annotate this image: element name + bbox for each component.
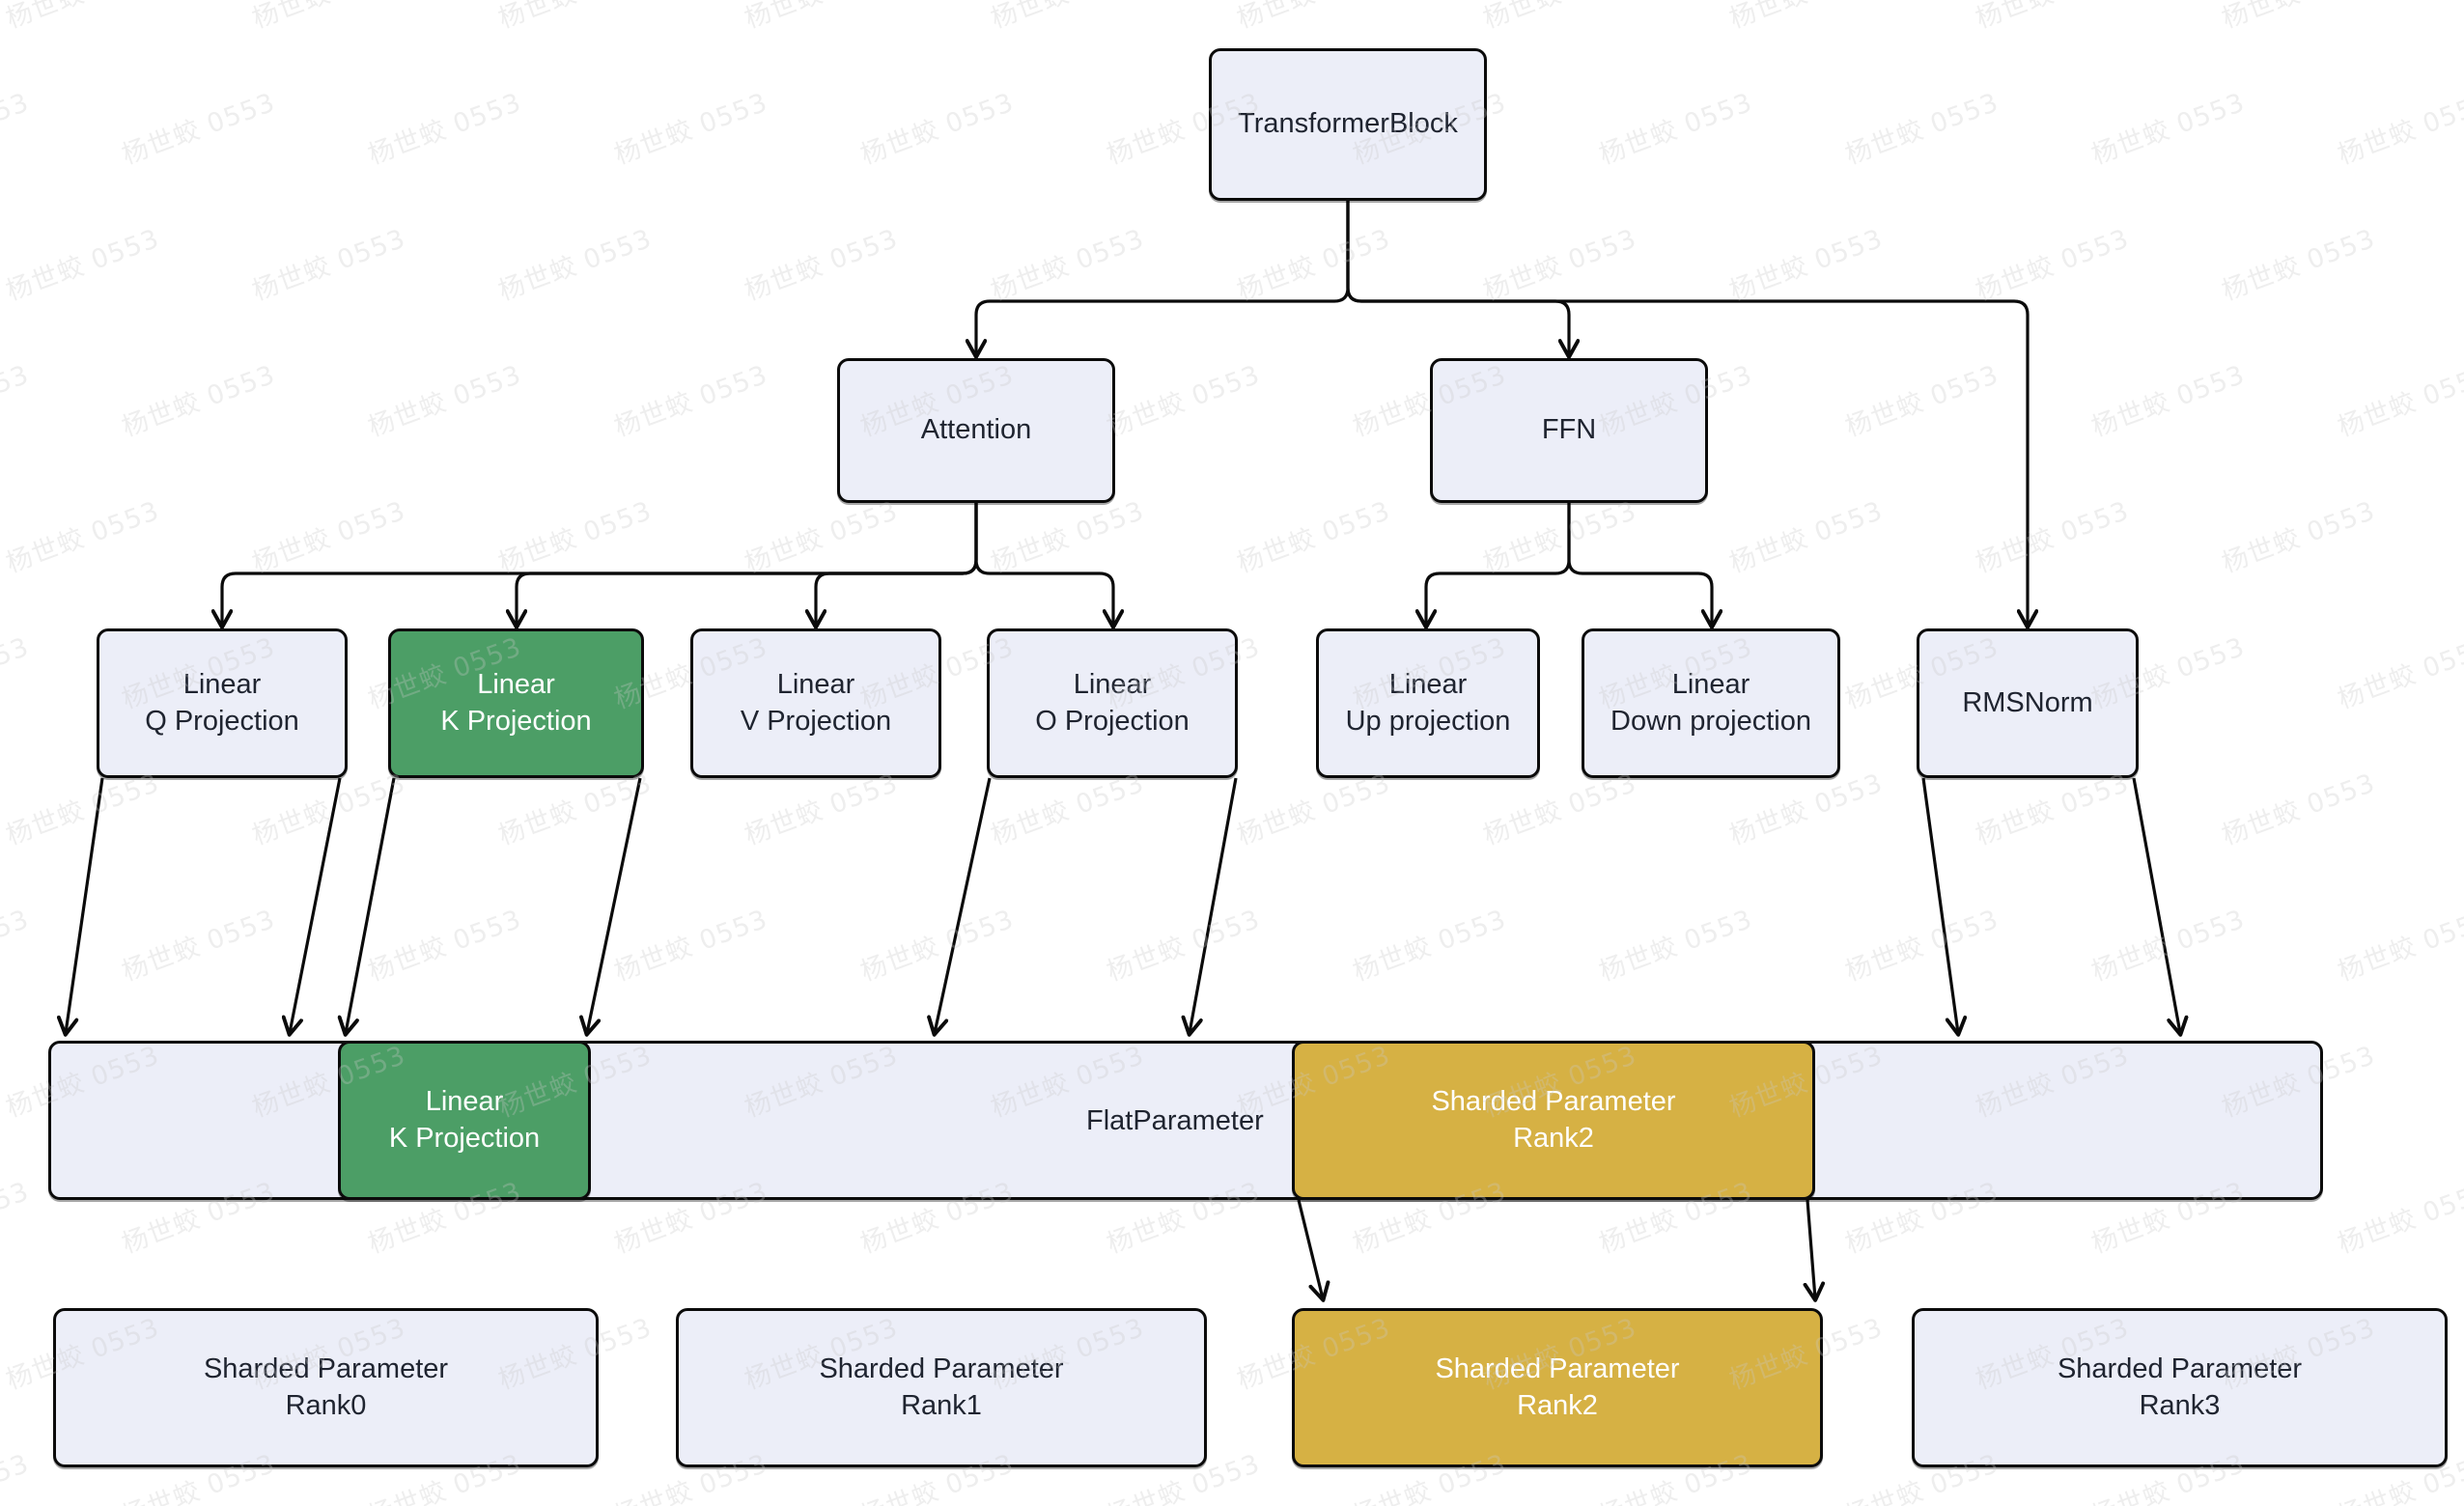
- node-label-line2: Rank1: [901, 1389, 982, 1421]
- node-label-line1: Sharded Parameter: [2057, 1353, 2303, 1385]
- node-sharded-parameter-rank3[interactable]: Sharded Parameter Rank3: [1912, 1308, 2448, 1467]
- node-label: FFN: [1541, 414, 1597, 446]
- node-label-line1: Sharded Parameter: [819, 1353, 1064, 1385]
- node-linear-k-projection[interactable]: Linear K Projection: [388, 628, 644, 778]
- node-label-line1: Sharded Parameter: [203, 1353, 449, 1385]
- node-sharded-parameter-rank1[interactable]: Sharded Parameter Rank1: [676, 1308, 1207, 1467]
- node-label-line2: Q Projection: [145, 705, 299, 737]
- node-label-line1: RMSNorm: [1962, 686, 2093, 718]
- node-ffn[interactable]: FFN: [1430, 358, 1708, 503]
- segment-label-line1: Sharded Parameter: [1431, 1086, 1676, 1118]
- node-label-line2: Down projection: [1610, 705, 1811, 737]
- segment-label-line2: K Projection: [388, 1122, 541, 1154]
- node-label-line2: Rank0: [285, 1389, 367, 1421]
- node-sharded-parameter-rank0[interactable]: Sharded Parameter Rank0: [53, 1308, 599, 1467]
- segment-label-line2: Rank2: [1513, 1122, 1594, 1154]
- node-label-line1: Linear: [1671, 669, 1750, 701]
- node-label: TransformerBlock: [1238, 108, 1458, 140]
- node-label-line2: O Projection: [1035, 705, 1190, 737]
- node-label-line1: Sharded Parameter: [1435, 1353, 1680, 1385]
- node-linear-up-projection[interactable]: Linear Up projection: [1316, 628, 1540, 778]
- node-transformer-block[interactable]: TransformerBlock: [1209, 48, 1487, 201]
- node-label-line2: Up projection: [1345, 705, 1511, 737]
- node-label-line1: Linear: [1073, 669, 1152, 701]
- node-linear-q-projection[interactable]: Linear Q Projection: [97, 628, 348, 778]
- node-linear-down-projection[interactable]: Linear Down projection: [1582, 628, 1840, 778]
- node-label-line1: Linear: [477, 669, 555, 701]
- flat-parameter-label: FlatParameter: [1086, 1105, 1264, 1136]
- node-label-line2: K Projection: [440, 705, 592, 737]
- node-label-line1: Linear: [776, 669, 855, 701]
- node-label-line1: Linear: [1388, 669, 1468, 701]
- flat-parameter-segment-sharded-rank2[interactable]: Sharded Parameter Rank2: [1292, 1041, 1815, 1200]
- node-linear-v-projection[interactable]: Linear V Projection: [690, 628, 941, 778]
- node-label-line2: V Projection: [740, 705, 892, 737]
- node-sharded-parameter-rank2[interactable]: Sharded Parameter Rank2: [1292, 1308, 1823, 1467]
- node-attention[interactable]: Attention: [837, 358, 1115, 503]
- node-linear-o-projection[interactable]: Linear O Projection: [987, 628, 1238, 778]
- node-label-line2: Rank2: [1517, 1389, 1598, 1421]
- node-label-line2: Rank3: [2139, 1389, 2221, 1421]
- flat-parameter-segment-k-projection[interactable]: Linear K Projection: [338, 1041, 591, 1200]
- segment-label-line1: Linear: [425, 1086, 504, 1118]
- node-label: Attention: [920, 414, 1032, 446]
- node-rmsnorm[interactable]: RMSNorm: [1917, 628, 2139, 778]
- node-label-line1: Linear: [182, 669, 262, 701]
